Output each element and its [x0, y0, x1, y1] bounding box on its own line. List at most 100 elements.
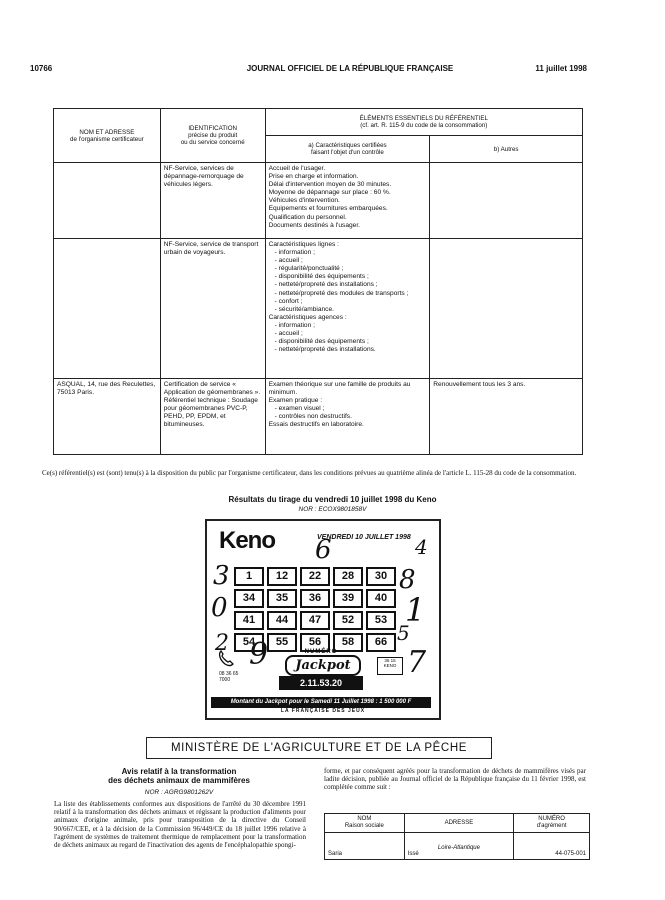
- keno-drawn-number: 34: [234, 589, 264, 608]
- characteristic-item: - accueil ;: [274, 330, 303, 338]
- keno-drawn-number: 44: [267, 611, 297, 630]
- characteristic-item: Examen théorique sur une famille de prod…: [268, 381, 413, 397]
- keno-ticket: Keno VENDREDI 10 JUILLET 1998 6 4 3 8 0 …: [205, 519, 441, 720]
- header-organism: NOM ET ADRESSE de l'organisme certificat…: [53, 108, 161, 163]
- characteristic-item: - information ;: [274, 249, 315, 257]
- jackpot-panel: NUMÉRO Jackpot 2.11.53.20: [279, 649, 363, 693]
- keno-drawn-number: 54: [234, 633, 264, 652]
- characteristic-item: - netteté/propreté des installations.: [274, 346, 376, 354]
- characteristic-item: Caractéristiques lignes :: [268, 241, 339, 248]
- keno-drawn-number: 53: [366, 611, 396, 630]
- page-number: 10766: [30, 64, 53, 73]
- minitel-badge: 36 15 KENO: [377, 657, 403, 675]
- characteristic-item: - accueil ;: [274, 257, 303, 265]
- keno-drawn-number: 30: [366, 567, 396, 586]
- row-characteristics: Examen théorique sur une famille de prod…: [264, 378, 431, 455]
- characteristic-item: Essais destructifs en laboratoire.: [268, 421, 364, 429]
- decorative-numeral-4: 4: [415, 535, 428, 559]
- jackpot-amount-bar: Montant du Jackpot pour le Samedi 11 Jui…: [211, 697, 431, 708]
- characteristic-item: - sécurité/ambiance.: [274, 305, 334, 313]
- issue-date: 11 juillet 1998: [535, 64, 587, 73]
- row-organism: [53, 162, 161, 239]
- row-product: Certification de service « Application d…: [159, 378, 266, 455]
- characteristic-item: - netteté/propreté des installations ;: [274, 281, 378, 289]
- telephone-icon: [217, 649, 235, 667]
- keno-drawn-number: 40: [366, 589, 396, 608]
- keno-drawn-number: 36: [300, 589, 330, 608]
- keno-drawn-number: 35: [267, 589, 297, 608]
- keno-nor: NOR : ECOX9801858V: [298, 506, 367, 513]
- row-characteristics: Accueil de l'usager.Prise en charge et i…: [264, 162, 431, 239]
- row-product: NF-Service, service de transport urbain …: [159, 238, 266, 379]
- keno-results-title: Résultats du tirage du vendredi 10 juill…: [228, 495, 437, 504]
- avis-body: La liste des établissements conformes au…: [54, 800, 306, 850]
- row-characteristics: Caractéristiques lignes :- information ;…: [264, 238, 431, 379]
- characteristic-item: Equipements et fournitures embarquées.: [268, 205, 388, 213]
- header-address: ADRESSE: [403, 813, 515, 833]
- keno-drawn-number: 22: [300, 567, 330, 586]
- decorative-numeral-6: 6: [315, 535, 332, 565]
- row-organism: ASQUAL, 14, rue des Reculettes, 75013 Pa…: [53, 378, 161, 455]
- phone-number: 08 36 65 7000: [219, 671, 239, 683]
- characteristic-item: Documents destinés à l'usager.: [268, 221, 361, 229]
- row-other: [429, 238, 583, 379]
- characteristic-item: - disponibilité des équipements ;: [274, 273, 369, 281]
- header-elements: ÉLÉMENTS ESSENTIELS DU RÉFÉRENTIEL (cf. …: [264, 108, 584, 136]
- keno-drawn-number: 1: [234, 567, 264, 586]
- keno-draw-date: VENDREDI 10 JUILLET 1998: [317, 534, 411, 541]
- decorative-numeral-1: 1: [405, 591, 426, 629]
- establishment-number: 44-075-001: [513, 832, 590, 860]
- footnote: Ce(s) référentiel(s) est (sont) tenu(s) …: [42, 469, 577, 477]
- avis-body-continued: forme, et par conséquent agréés pour la …: [324, 767, 586, 792]
- decorative-numeral-5: 5: [397, 621, 410, 645]
- header-others: b) Autres: [429, 135, 583, 163]
- establishment-name: Saria: [324, 832, 405, 860]
- keno-drawn-number: 39: [333, 589, 363, 608]
- avis-nor: NOR : AGRG9801262V: [144, 789, 214, 796]
- keno-drawn-number: 28: [333, 567, 363, 586]
- header-certified-characteristics: a) Caractéristiques certifiées faisant l…: [264, 135, 431, 163]
- row-other: Renouvellement tous les 3 ans.: [429, 378, 583, 455]
- characteristic-item: - disponibilité des équipements ;: [274, 338, 369, 346]
- characteristic-item: Qualification du personnel.: [268, 213, 347, 221]
- jackpot-number: 2.11.53.20: [279, 676, 363, 690]
- characteristic-item: - confort ;: [274, 297, 303, 305]
- establishments-table: NOM Raison sociale ADRESSE NUMÉRO d'agré…: [324, 813, 590, 860]
- keno-drawn-number: 41: [234, 611, 264, 630]
- keno-drawn-number: 58: [333, 633, 363, 652]
- row-other: [429, 162, 583, 239]
- decorative-numeral-3: 3: [213, 561, 230, 591]
- header-name: NOM Raison sociale: [324, 813, 405, 833]
- row-product: NF-Service, services de dépannage-remorq…: [159, 162, 266, 239]
- decorative-numeral-2: 2: [215, 631, 229, 656]
- characteristic-item: Caractéristiques agences :: [268, 313, 347, 321]
- keno-drawn-number: 52: [333, 611, 363, 630]
- header-approval-number: NUMÉRO d'agrément: [513, 813, 590, 833]
- characteristic-item: - information ;: [274, 321, 315, 329]
- characteristic-item: Moyenne de dépannage sur place : 60 %.: [268, 189, 391, 197]
- characteristic-item: - netteté/propreté des modules de transp…: [274, 289, 409, 297]
- fdj-brand: LA FRANÇAISE DES JEUX: [280, 708, 366, 714]
- header-identification: IDENTIFICATION précise du produit ou du …: [159, 108, 266, 163]
- jackpot-logo: Jackpot: [285, 655, 361, 676]
- journal-title: JOURNAL OFFICIEL DE LA RÉPUBLIQUE FRANÇA…: [246, 64, 454, 73]
- row-organism: [53, 238, 161, 379]
- characteristic-item: - contrôles non destructifs.: [274, 413, 352, 421]
- decorative-numeral-0: 0: [211, 593, 228, 623]
- keno-drawn-number: 66: [366, 633, 396, 652]
- establishment-town: Issé: [407, 851, 419, 857]
- keno-drawn-number: 47: [300, 611, 330, 630]
- jackpot-caption: NUMÉRO: [304, 649, 338, 655]
- keno-drawn-number: 55: [267, 633, 297, 652]
- decorative-numeral-7: 7: [407, 645, 427, 680]
- decorative-numeral-8: 8: [399, 565, 416, 595]
- characteristic-item: Prise en charge et information.: [268, 173, 359, 181]
- keno-logo: Keno: [219, 527, 276, 554]
- characteristic-item: Examen pratique :: [268, 397, 323, 405]
- establishment-address: Loire-Atlantique Issé: [403, 832, 515, 860]
- establishment-region: Loire-Atlantique: [437, 845, 480, 851]
- characteristic-item: - régularité/ponctualité ;: [274, 265, 344, 273]
- referential-table: NOM ET ADRESSE de l'organisme certificat…: [53, 108, 584, 455]
- keno-drawn-number: 56: [300, 633, 330, 652]
